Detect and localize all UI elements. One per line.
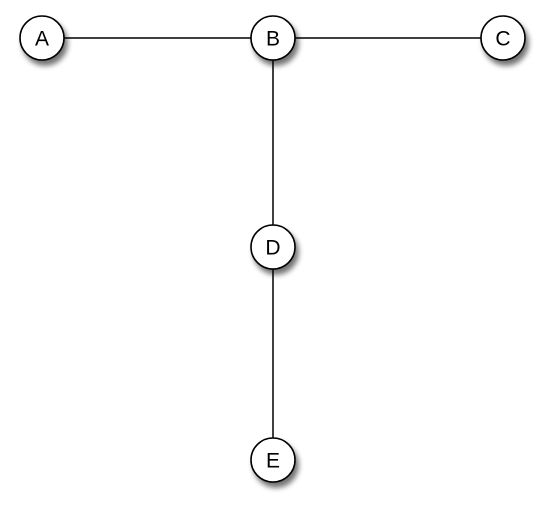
nodes-layer: A B C D E xyxy=(19,15,526,483)
node-e-label: E xyxy=(266,450,280,473)
node-c: C xyxy=(480,15,526,61)
node-e: E xyxy=(250,437,296,483)
node-d: D xyxy=(250,224,296,270)
node-d-circle xyxy=(250,224,296,270)
node-a-label: A xyxy=(35,28,49,51)
node-e-circle xyxy=(250,437,296,483)
node-a-circle xyxy=(19,15,65,61)
node-a: A xyxy=(19,15,65,61)
node-b-label: B xyxy=(266,28,280,51)
edges-layer xyxy=(42,37,503,460)
node-d-label: D xyxy=(265,237,280,260)
node-b: B xyxy=(250,15,296,61)
node-c-label: C xyxy=(495,28,510,51)
node-c-circle xyxy=(480,15,526,61)
node-b-circle xyxy=(250,15,296,61)
